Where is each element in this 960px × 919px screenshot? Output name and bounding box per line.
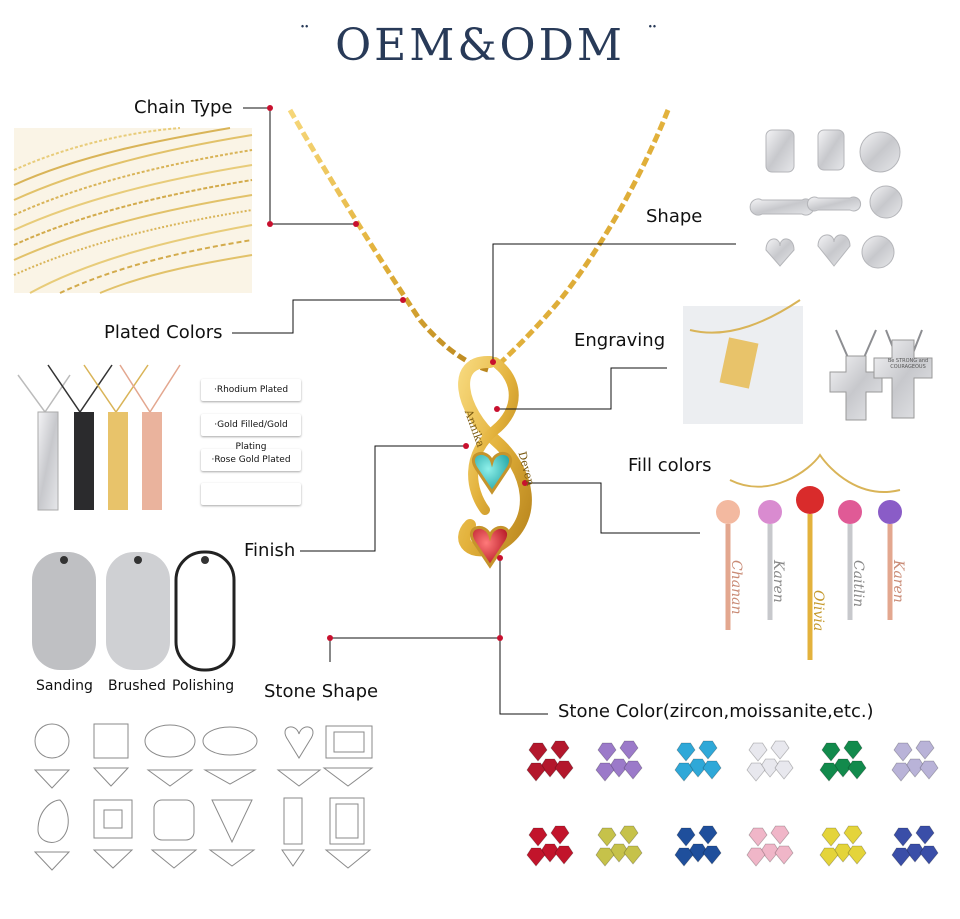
fill-name-3: Olivia [810,590,826,632]
gemstone [905,843,925,863]
chain-type-photo [13,127,253,294]
gemstone [676,827,696,847]
label-plated-colors: Plated Colors [104,322,223,343]
fill-name-4: Caitlin [850,560,866,608]
gemstone [609,843,629,863]
gemstone [770,825,790,845]
gemstone [821,827,841,847]
necklace-chain [287,108,671,373]
gemstone [833,758,853,778]
gemstone [554,845,574,865]
label-shape: Shape [646,206,703,227]
gemstone [540,843,560,863]
gemstone [674,847,694,867]
fill-name-5: Karen [890,560,906,603]
plating-rose-gold: ·Rose Gold Plated [201,449,301,471]
gemstone [915,740,935,760]
gemstone [833,843,853,863]
shape-tags-photo [749,129,903,269]
gemstone [595,847,615,867]
gemstone [674,762,694,782]
title-text: OEM&ODM [335,20,625,71]
finish-caption-sanding: Sanding [36,678,93,694]
gemstone [774,760,794,780]
gemstone [698,825,718,845]
finish-tags-photo [32,550,236,672]
gemstone [893,742,913,762]
fill-colors-photo [716,453,902,660]
gemstone [702,845,722,865]
gemstone [688,758,708,778]
infinity-pendant [458,356,532,569]
gemstone [819,762,839,782]
gemstone [702,760,722,780]
stone-shape-diagrams [33,723,374,871]
loose-stones [526,740,939,867]
gemstone [595,762,615,782]
fill-name-2: Karen [770,560,786,603]
title-quote-left: ¨ [299,23,314,48]
gemstone [893,827,913,847]
gemstone [847,845,867,865]
gemstone [919,845,939,865]
label-fill-colors: Fill colors [628,455,712,476]
gemstone [526,847,546,867]
gemstone [748,827,768,847]
gemstone [597,827,617,847]
gemstone [528,742,548,762]
gemstone [698,740,718,760]
gemstone [891,762,911,782]
gemstone [623,760,643,780]
gemstone [760,843,780,863]
plated-bars-photo [17,364,181,511]
gemstone [843,825,863,845]
gemstone [550,740,570,760]
gemstone [619,825,639,845]
gemstone [540,758,560,778]
gemstone [748,742,768,762]
finish-caption-brushed: Brushed [108,678,166,694]
fill-name-1: Chanan [728,560,744,615]
cross-engraving-text: Be STRONG and COURAGEOUS [887,358,929,370]
gemstone [760,758,780,778]
plating-gold: ·Gold Filled/Gold Plating [201,414,301,452]
gemstone [774,845,794,865]
label-chain-type: Chain Type [134,97,233,118]
gemstone [526,762,546,782]
engraving-photos [683,299,933,424]
gemstone [619,740,639,760]
gemstone [554,760,574,780]
label-stone-color: Stone Color(zircon,moissanite,etc.) [558,701,874,722]
gemstone [746,847,766,867]
finish-caption-polishing: Polishing [172,678,235,694]
gemstone [609,758,629,778]
label-stone-shape: Stone Shape [264,681,379,702]
gemstone [746,762,766,782]
gemstone [550,825,570,845]
gemstone [891,847,911,867]
label-finish: Finish [244,540,296,561]
gemstone [819,847,839,867]
gemstone [623,845,643,865]
gemstone [821,742,841,762]
title-quote-right: ¨ [646,23,661,48]
gemstone [676,742,696,762]
page-title: ¨ OEM&ODM ¨ [0,20,960,71]
gemstone [915,825,935,845]
gemstone [597,742,617,762]
leader-lines [232,107,736,715]
plating-black-gun: ·Black Gun Plated [201,483,301,505]
gemstone [843,740,863,760]
gemstone [688,843,708,863]
plating-rhodium: ·Rhodium Plated [201,379,301,401]
gemstone [919,760,939,780]
gemstone [847,760,867,780]
leader-dots [267,105,528,641]
gemstone [905,758,925,778]
label-engraving: Engraving [574,330,666,351]
gemstone [770,740,790,760]
gemstone [528,827,548,847]
